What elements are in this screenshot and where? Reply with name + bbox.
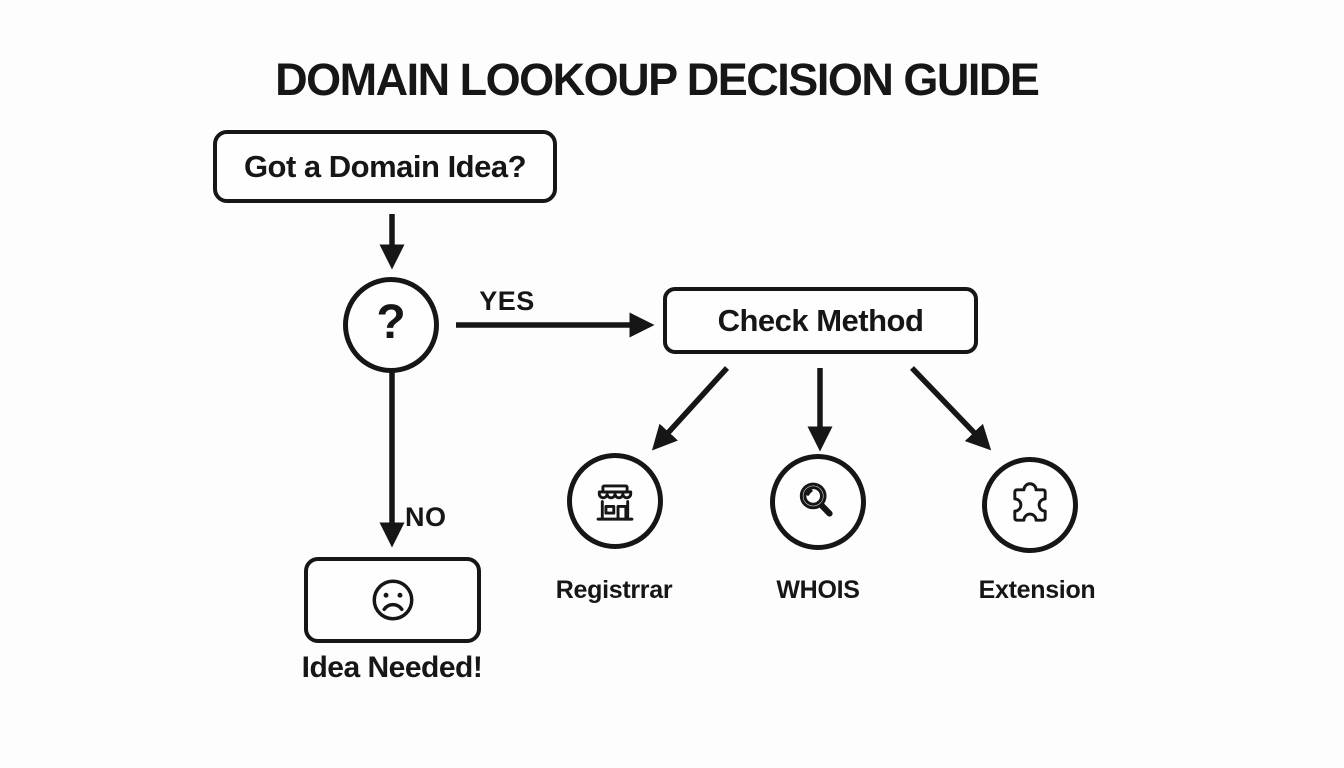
option-extension-label: Extension [978,576,1096,604]
sad-face-icon [372,579,413,621]
no-label: NO [405,502,447,532]
question-mark: ? [376,296,406,349]
puzzle-piece-icon [1013,482,1047,522]
option-whois-label: WHOIS [776,576,860,604]
magnifying-glass-icon [799,482,833,517]
start-node: Got a Domain Idea? [213,130,557,203]
option-whois [770,454,866,550]
storefront-icon [596,484,634,521]
check-method-label: Check Method [717,302,924,338]
yes-label: YES [479,286,535,316]
start-node-label: Got a Domain Idea? [243,148,527,184]
idea-needed-node [304,557,481,643]
check-method-node: Check Method [663,287,978,354]
idea-needed-label: Idea Needed! [301,651,483,684]
page-title: DOMAIN LOOKOUP DECISION GUIDE [275,54,1040,105]
option-registrar-label: Registrrar [555,576,673,604]
option-extension [982,457,1078,553]
option-registrar [567,453,663,549]
decision-node: ? [343,277,439,373]
arrow-method-to-extension [910,366,992,451]
arrow-method-to-registrar [651,366,730,451]
